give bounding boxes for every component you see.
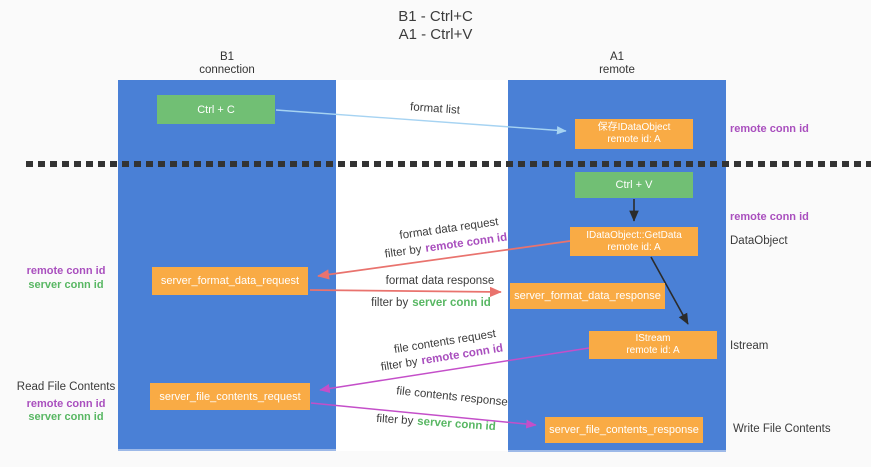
filter-by-text: filter by (371, 297, 409, 309)
filter-by-text: filter by (375, 412, 414, 428)
left-conn-id-annotation-group: remote conn id server conn id (6, 264, 126, 292)
lifeline-a1-name: A1 (609, 51, 625, 63)
save-idataobject-line2: remote id: A (607, 134, 661, 145)
phase-separator-dashed-line (26, 161, 871, 167)
istream-line2: remote id: A (626, 345, 680, 356)
server-file-contents-response-node: server_file_contents_response (545, 417, 703, 443)
lifeline-header-a1: A1 remote (508, 51, 726, 77)
remote-conn-id-annotation-top: remote conn id (730, 123, 809, 135)
ctrl-v-node: Ctrl + V (575, 172, 693, 198)
format-data-response-label: format data response (385, 275, 495, 287)
lifeline-b1-name: B1 (219, 51, 235, 63)
read-file-contents-annotation-group: Read File Contents remote conn id server… (10, 381, 122, 424)
diagram-title: B1 - Ctrl+C A1 - Ctrl+V (0, 8, 871, 44)
remote-conn-id-annotation-left2: remote conn id (26, 398, 106, 410)
title-line-2: A1 - Ctrl+V (398, 26, 473, 43)
ctrl-c-node: Ctrl + C (157, 95, 275, 124)
lifeline-a1-role: remote (599, 64, 635, 76)
idataobject-getdata-node: IDataObject::GetData remote id: A (570, 227, 698, 256)
server-conn-id-keyword: server conn id (412, 297, 491, 309)
server-conn-id-annotation-left2: server conn id (28, 411, 104, 423)
save-idataobject-node: 保存IDataObject remote id: A (575, 119, 693, 149)
lifeline-header-b1: B1 connection (118, 51, 336, 77)
server-format-data-request-label: server_format_data_request (160, 275, 300, 287)
read-file-contents-annotation: Read File Contents (16, 381, 116, 393)
istream-annotation: Istream (730, 340, 769, 352)
server-format-data-response-node: server_format_data_response (510, 283, 665, 309)
server-conn-id-annotation-left: server conn id (28, 279, 104, 291)
save-idataobject-line1: 保存IDataObject (597, 122, 671, 133)
server-format-data-response-label: server_format_data_response (514, 290, 661, 302)
server-file-contents-request-node: server_file_contents_request (150, 383, 310, 410)
lifeline-b1-role: connection (199, 64, 255, 76)
getdata-line1: IDataObject::GetData (586, 229, 682, 241)
ctrl-v-label: Ctrl + V (615, 179, 653, 191)
server-file-contents-request-label: server_file_contents_request (159, 390, 301, 403)
getdata-line2: remote id: A (607, 241, 661, 253)
title-line-1: B1 - Ctrl+C (398, 8, 473, 25)
remote-conn-id-annotation-mid: remote conn id (730, 211, 809, 223)
istream-node: IStream remote id: A (589, 331, 717, 359)
istream-line1: IStream (635, 333, 671, 344)
server-file-contents-response-label: server_file_contents_response (549, 424, 699, 436)
ctrl-c-label: Ctrl + C (197, 103, 235, 116)
write-file-contents-annotation: Write File Contents (733, 423, 831, 435)
server-format-data-request-node: server_format_data_request (152, 267, 308, 295)
dataobject-annotation: DataObject (730, 235, 788, 247)
remote-conn-id-annotation-left: remote conn id (26, 265, 106, 277)
